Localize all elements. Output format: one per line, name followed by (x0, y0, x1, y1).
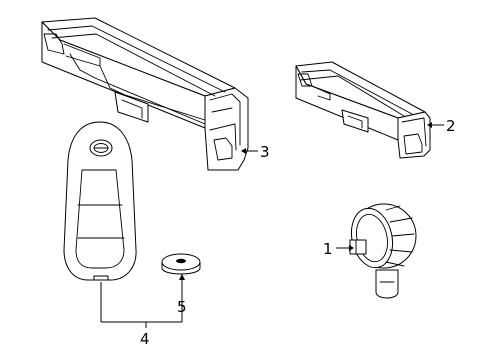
smart-key-fob (63, 121, 137, 281)
antenna-bracket-long (41, 17, 249, 171)
callout-3: 3 (260, 143, 270, 161)
antenna-bracket-short (295, 61, 431, 159)
callout-labels: 1 2 3 4 5 (140, 117, 456, 348)
callout-2: 2 (446, 117, 456, 135)
callout-4: 4 (140, 330, 150, 348)
callout-leaders (100, 122, 444, 328)
callout-1: 1 (323, 240, 333, 258)
ignition-switch (349, 203, 417, 299)
coin-battery (161, 253, 201, 275)
callout-5: 5 (177, 298, 187, 316)
